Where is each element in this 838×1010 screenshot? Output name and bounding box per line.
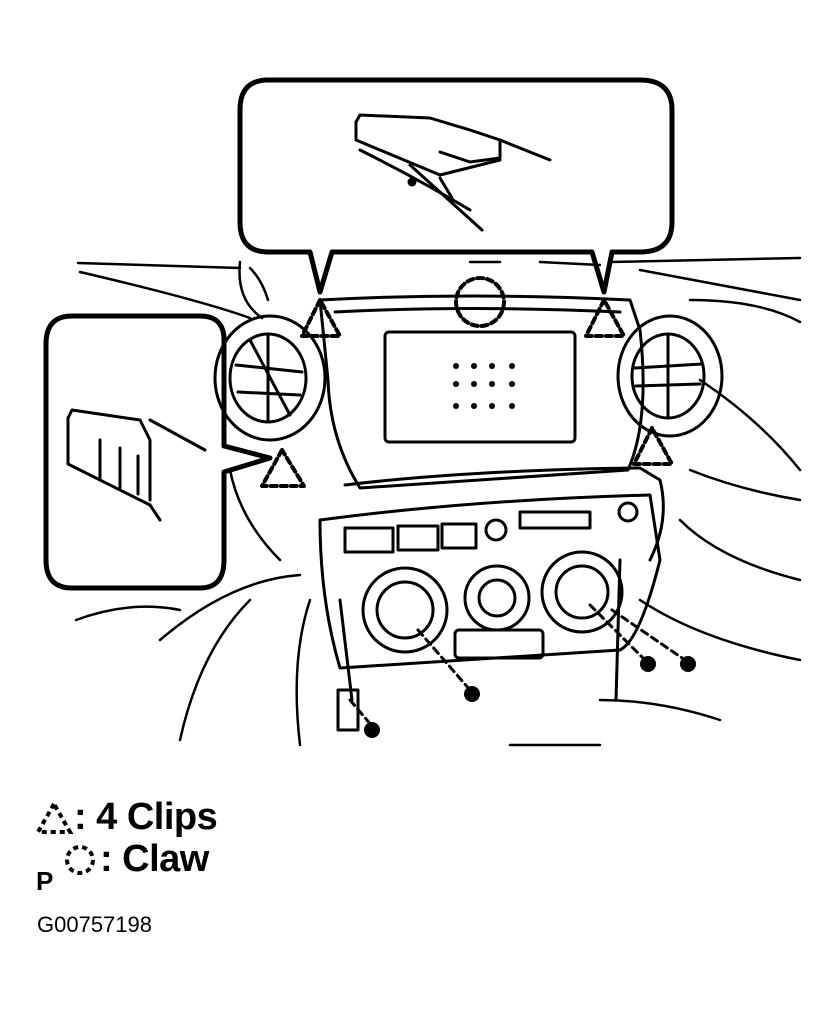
speaker-grille <box>453 363 515 409</box>
clip-triangle-icon <box>584 298 626 338</box>
claw-label: Claw <box>122 838 209 880</box>
top-callout <box>237 77 675 295</box>
center-control-knob <box>463 564 531 632</box>
display-screen <box>383 330 577 444</box>
dashboard-outline <box>74 256 802 747</box>
screw-icon <box>364 722 380 738</box>
legend-clips: : 4 Clips <box>34 796 218 839</box>
screw-icon <box>680 656 696 672</box>
legend-separator: : <box>100 838 113 880</box>
left-air-vent <box>213 314 327 442</box>
clips-label: 4 Clips <box>96 796 218 838</box>
left-control-knob <box>361 566 449 654</box>
clip-triangle-icon <box>632 426 674 466</box>
dashboard-diagram <box>43 77 802 747</box>
right-control-knob <box>540 550 624 634</box>
claw-circle-icon <box>454 276 506 328</box>
clip-markers <box>260 298 674 488</box>
clip-detail-top <box>354 113 552 232</box>
clip-detail-left <box>66 408 207 522</box>
legend-separator: : <box>74 796 87 838</box>
climate-control-panel <box>318 493 662 732</box>
right-air-vent <box>616 314 724 438</box>
clip-triangle-icon <box>260 448 306 488</box>
screw-icon <box>640 656 656 672</box>
legend-claw: : Claw <box>60 838 209 881</box>
claw-legend-icon <box>65 844 95 875</box>
screw-icon <box>464 686 480 702</box>
clip-legend-icon <box>34 799 74 834</box>
figure-id: G00757198 <box>37 912 152 937</box>
clip-triangle-icon <box>300 298 342 338</box>
mounting-screws <box>348 603 696 738</box>
left-callout <box>43 313 273 591</box>
center-bezel <box>318 294 665 562</box>
p-marker: P <box>36 866 54 896</box>
